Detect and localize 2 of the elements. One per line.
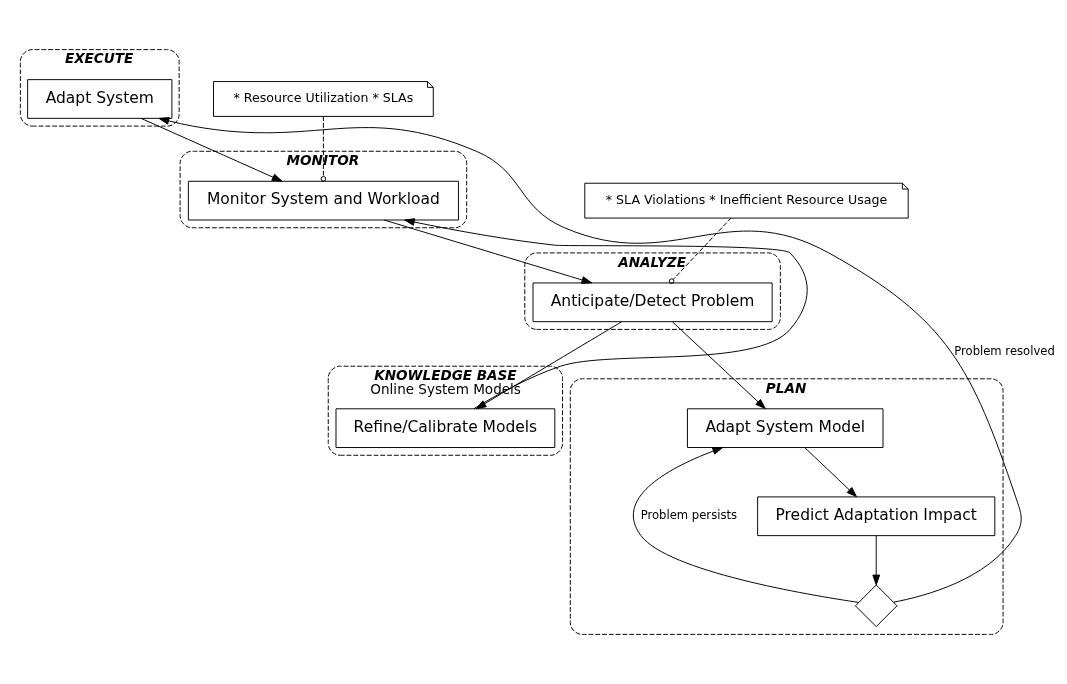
edge-label: Problem persists — [640, 508, 738, 523]
edge-label: Problem resolved — [954, 344, 1055, 359]
